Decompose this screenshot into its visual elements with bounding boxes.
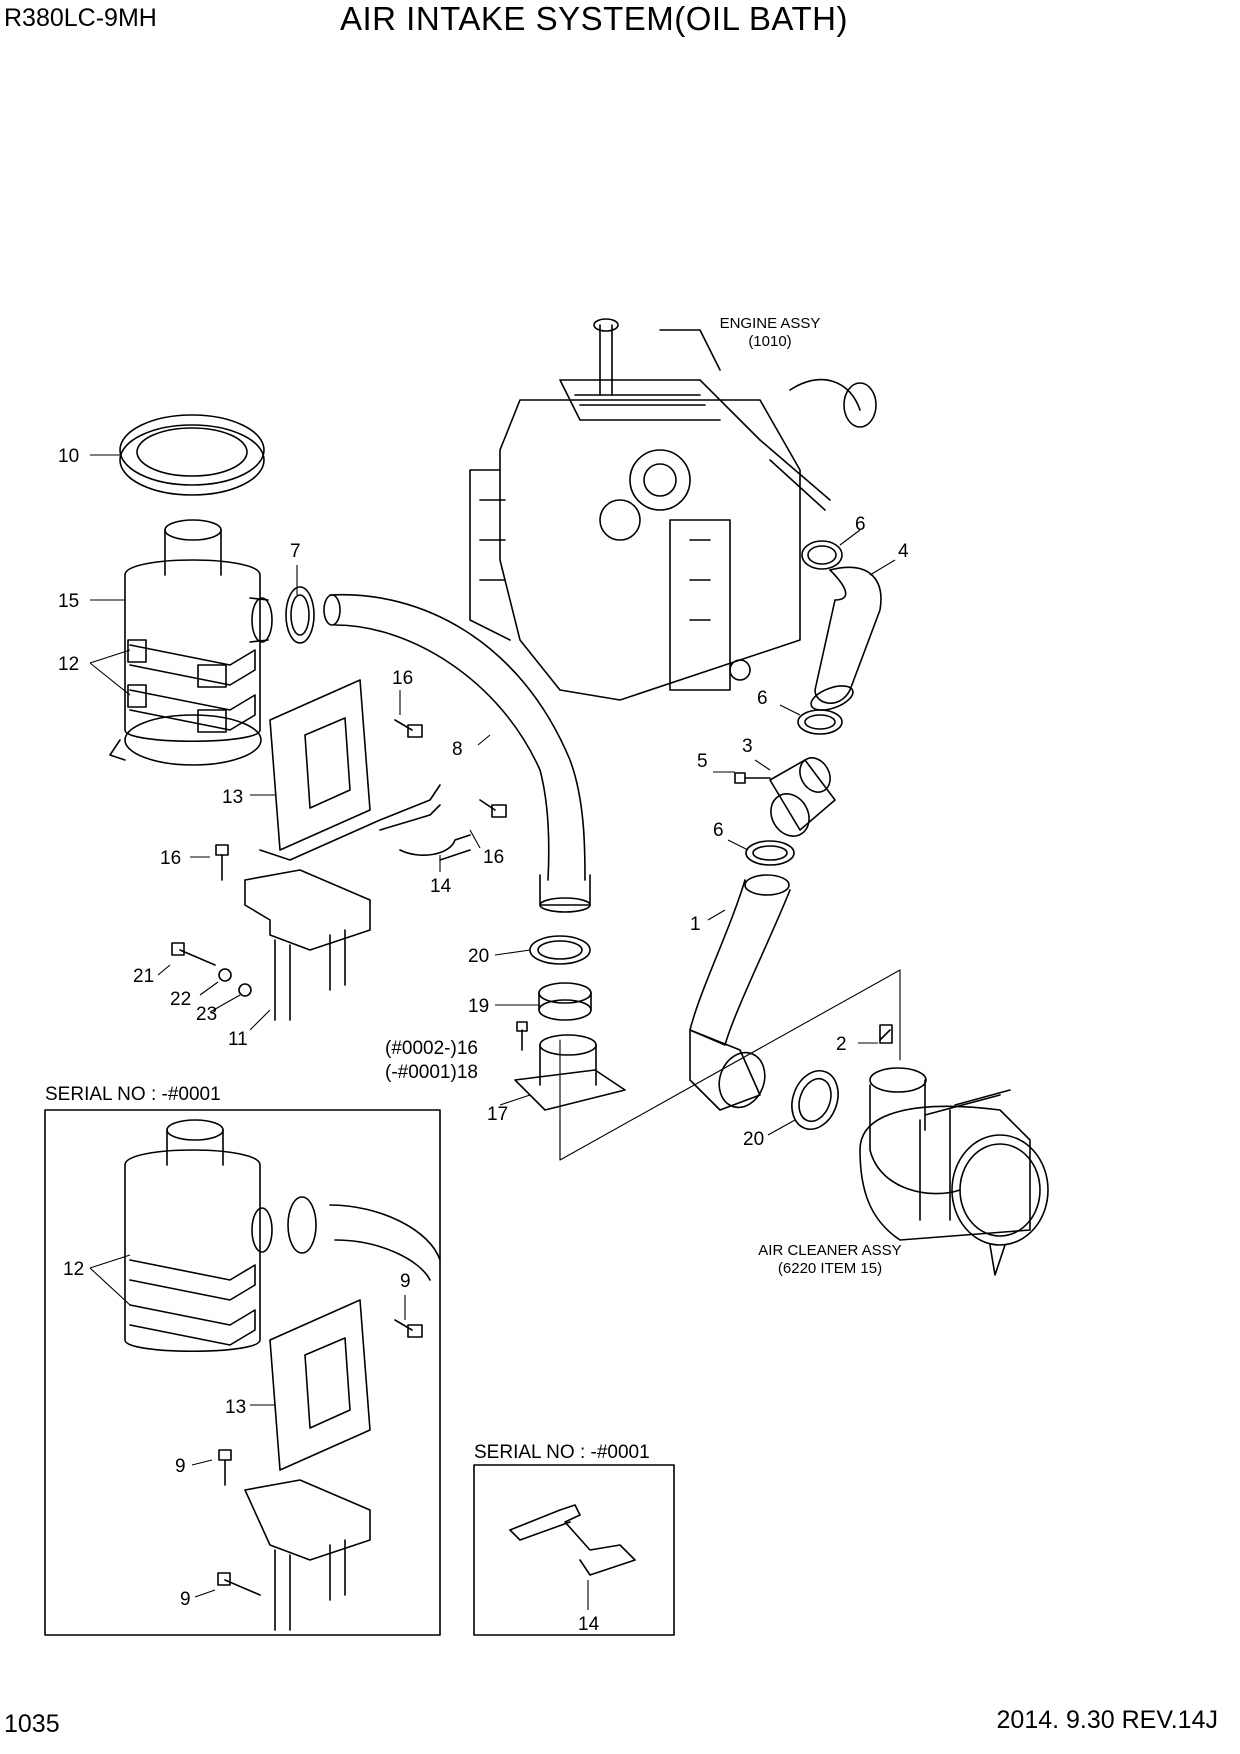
serial-note-a: SERIAL NO : -#0001 <box>45 1084 221 1105</box>
oil-bath-air-cleaner-part-15 <box>109 519 273 766</box>
callout-15: 15 <box>58 591 79 612</box>
callout-7: 7 <box>290 541 301 562</box>
callout-2: 2 <box>836 1034 847 1055</box>
bolt-part-16-left <box>215 844 229 881</box>
serial-note-b: SERIAL NO : -#0001 <box>474 1442 650 1463</box>
inset-box-serial-a <box>44 1109 441 1636</box>
callout-5: 5 <box>697 751 708 772</box>
adapter-part-17 <box>514 1034 626 1111</box>
callout-21: 21 <box>133 966 154 987</box>
adapter-part-3 <box>769 757 836 837</box>
callout-6: 6 <box>757 688 768 709</box>
hose-clamp-20-right <box>791 1070 839 1130</box>
assembly-leader-lines <box>559 969 901 1161</box>
callout-18-serial: (-#0001)18 <box>385 1062 478 1083</box>
callout-13: 13 <box>222 787 243 808</box>
revision-date: 2014. 9.30 REV.14J <box>996 1706 1218 1734</box>
callout-6: 6 <box>855 514 866 535</box>
bolt-part-16-right <box>479 799 507 818</box>
callout-leaders <box>89 454 896 1610</box>
ring-part-19 <box>538 982 592 1021</box>
callout-20: 20 <box>743 1129 764 1150</box>
callout-20: 20 <box>468 946 489 967</box>
callout-9: 9 <box>400 1271 411 1292</box>
callout-10: 10 <box>58 446 79 467</box>
air-cleaner-assy-ref: (6220 ITEM 15) <box>778 1260 882 1277</box>
engine-assy-label: ENGINE ASSY <box>720 315 821 332</box>
hose-clamp-6-upper <box>801 540 843 570</box>
bolt-part-16-18 <box>516 1021 528 1051</box>
cap-part-10 <box>119 414 265 496</box>
hose-clamp-6-middle <box>797 709 843 735</box>
callout-8: 8 <box>452 739 463 760</box>
callout-23: 23 <box>196 1004 217 1025</box>
callout-16: 16 <box>392 668 413 689</box>
callout-13: 13 <box>225 1397 246 1418</box>
air-cleaner-assembly <box>859 1024 1049 1276</box>
callout-14: 14 <box>578 1614 600 1635</box>
callout-4: 4 <box>898 541 909 562</box>
callout-12: 12 <box>63 1259 84 1280</box>
hose-clamp-20-center <box>529 935 591 965</box>
air-pipe-part-8 <box>323 593 591 913</box>
callout-1: 1 <box>690 914 701 935</box>
bolt-part-16-upper <box>394 719 423 738</box>
callout-9: 9 <box>180 1589 191 1610</box>
callout-12: 12 <box>58 654 79 675</box>
bolt-part-5 <box>734 772 771 784</box>
hose-part-4 <box>810 566 882 711</box>
callout-6: 6 <box>713 820 724 841</box>
intake-pipe-part-1 <box>689 874 791 1111</box>
callout-16: 16 <box>483 847 504 868</box>
washer-part-23 <box>238 983 252 997</box>
callout-22: 22 <box>170 989 191 1010</box>
model-code: R380LC-9MH <box>4 4 157 32</box>
inset-box-serial-b <box>473 1464 675 1636</box>
hose-clamp-6-lower <box>745 840 795 866</box>
callout-3: 3 <box>742 736 753 757</box>
page-number: 1035 <box>4 1710 60 1738</box>
washer-part-22 <box>218 968 232 982</box>
band-clamps-part-12 <box>127 639 256 733</box>
callout-16: 16 <box>160 848 181 869</box>
callout-14: 14 <box>430 876 452 897</box>
engine-assy-ref: (1010) <box>748 333 791 350</box>
bracket-part-14 <box>379 804 471 861</box>
hose-clamp-7 <box>285 586 315 644</box>
bolt-part-21 <box>171 942 216 966</box>
air-cleaner-assy-label: AIR CLEANER ASSY <box>758 1242 901 1259</box>
callout-16-serial: (#0002-)16 <box>385 1038 478 1059</box>
bracket-part-13 <box>259 679 441 861</box>
page-title: AIR INTAKE SYSTEM(OIL BATH) <box>340 0 848 37</box>
bracket-part-11 <box>244 869 371 1021</box>
engine-assembly-drawing <box>469 318 877 701</box>
callout-17: 17 <box>487 1104 508 1125</box>
callout-19: 19 <box>468 996 489 1017</box>
callout-9: 9 <box>175 1456 186 1477</box>
callout-11: 11 <box>228 1029 248 1050</box>
